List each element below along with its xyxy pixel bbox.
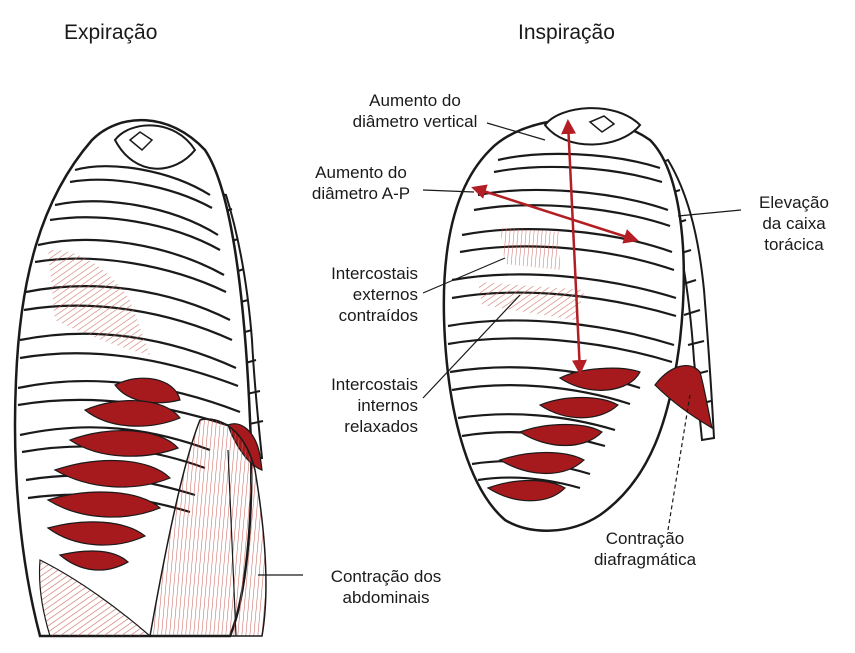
label-vertical-line-2: diâmetro vertical: [345, 111, 485, 132]
label-external-line-1: Intercostais: [286, 263, 418, 284]
right-intercostal-hatch-1: [500, 228, 560, 270]
label-external-line-3: contraídos: [286, 305, 418, 326]
expiration-ribcage: [15, 120, 266, 636]
title-expiration: Expiração: [64, 21, 157, 45]
inspiration-ribcage: [444, 108, 714, 531]
label-vertical-diameter: Aumento do diâmetro vertical: [345, 90, 485, 132]
label-internal-line-3: relaxados: [286, 416, 418, 437]
label-ap-line-1: Aumento do: [300, 162, 422, 183]
label-internal-intercostals: Intercostais internos relaxados: [286, 374, 418, 437]
label-vertical-line-1: Aumento do: [345, 90, 485, 111]
label-ap-diameter: Aumento do diâmetro A-P: [300, 162, 422, 204]
label-elevation-line-1: Elevação: [745, 192, 843, 213]
label-external-line-2: externos: [286, 284, 418, 305]
label-elevation-line-3: torácica: [745, 234, 843, 255]
label-elevation-line-2: da caixa: [745, 213, 843, 234]
label-diaphragm-line-2: diafragmática: [580, 549, 710, 570]
label-diaphragm-contraction: Contração diafragmática: [580, 528, 710, 570]
label-abdominal-line-1: Contração dos: [306, 566, 466, 587]
label-ribcage-elevation: Elevação da caixa torácica: [745, 192, 843, 255]
label-abdominal-contraction: Contração dos abdominais: [306, 566, 466, 608]
label-diaphragm-line-1: Contração: [580, 528, 710, 549]
label-internal-line-1: Intercostais: [286, 374, 418, 395]
label-internal-line-2: internos: [286, 395, 418, 416]
label-external-intercostals: Intercostais externos contraídos: [286, 263, 418, 326]
title-inspiration: Inspiração: [518, 21, 615, 45]
label-ap-line-2: diâmetro A-P: [300, 183, 422, 204]
label-abdominal-line-2: abdominais: [306, 587, 466, 608]
